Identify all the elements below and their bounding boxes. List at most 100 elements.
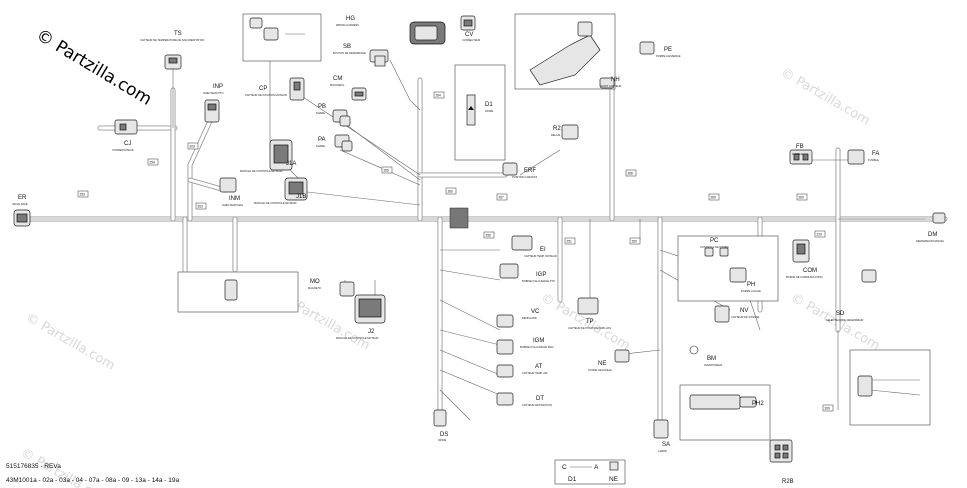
connector-desc-sd: SELECTEUR DE DEMARREUR <box>826 318 863 322</box>
legend-c-label: C <box>562 464 567 471</box>
wire-number: 263 <box>198 205 204 209</box>
connector-desc-at: CAPTEUR TEMP. AIR <box>522 371 548 375</box>
connector-code-cv: CV <box>465 32 473 38</box>
sa-lamp-icon <box>653 419 669 439</box>
connector-code-cm: CM <box>333 76 342 82</box>
igm-coil-icon <box>496 339 514 355</box>
cp-sensor-icon <box>289 77 305 101</box>
ts-sensor-icon <box>164 54 182 70</box>
connector-code-sa: SA <box>662 442 670 448</box>
cv-connector-icon <box>460 15 476 31</box>
er-valve-icon <box>13 209 31 227</box>
connector-code-cp: CP <box>259 86 267 92</box>
connector-desc-j1b: MODULE DE CONTROLE MOTEUR <box>254 201 297 205</box>
connector-desc-mo: MAGNETO <box>308 286 321 290</box>
leader-lines <box>172 55 925 421</box>
connector-desc-igm: BOBINE D'ALLUMAGE MAG <box>520 345 554 349</box>
connector-code-inm: INM <box>229 196 240 202</box>
connector-desc-cv: CONNECTEUR <box>462 38 480 42</box>
connector-code-igm: IGM <box>533 338 544 344</box>
connector-code-j1a: J1A <box>286 161 296 167</box>
wire-number-tags: 203 254 253 263 264 265 266 267 268 269 … <box>77 91 834 412</box>
legend-a-label: A <box>594 464 599 471</box>
ne-fuel-sender-icon <box>614 349 630 363</box>
connector-desc-ei: CAPTEUR TEMP. MOTEUR <box>524 254 557 258</box>
connector-desc-dt: CAPTEUR DETONATION <box>522 403 552 407</box>
connector-code-pb: PB <box>318 104 326 110</box>
connector-desc-pb: PHARE <box>316 111 325 115</box>
watermark-main: © Partzilla.com <box>32 25 155 110</box>
connector-desc-nv: CAPTEUR DE VITESSE <box>731 315 760 319</box>
wire-number: 256 <box>486 234 492 238</box>
connector-code-pe: PE <box>664 47 672 53</box>
connector-desc-hg: WIRING HARNESS <box>336 23 359 27</box>
connector-desc-nh: AVANT CAPTEUR <box>600 84 621 88</box>
wire-number: 269 <box>825 407 831 411</box>
erf-connector-icon <box>502 162 518 176</box>
connector-desc-pa: PHARE <box>316 144 325 148</box>
connector-code-er: ER <box>18 195 27 201</box>
nv-speed-sensor-icon <box>714 305 730 323</box>
connector-code-d1: D1 <box>485 102 493 108</box>
ph2-oil-pump-icon <box>689 394 757 410</box>
connector-code-mo: MO <box>310 279 320 285</box>
wire-number: 269 <box>711 196 717 200</box>
connector-desc-d1: DIODE <box>485 109 493 113</box>
hg-wiring-icon <box>409 21 446 45</box>
connector-code-fa: FA <box>872 151 879 157</box>
tp-throttle-position-icon <box>577 297 599 315</box>
dt-knock-sensor-icon <box>496 392 514 406</box>
connector-code-igp: IGP <box>536 272 546 278</box>
connector-labels: TS CAPTEUR DE TEMPERATURE DE SACCREDITAT… <box>12 16 945 485</box>
connector-code-fb: FB <box>796 144 804 150</box>
connector-code-ph: PH <box>747 282 755 288</box>
connector-code-r2b: R2B <box>782 479 794 485</box>
vc-vent-icon <box>496 314 514 328</box>
j1a-ecm-connector-icon <box>269 139 293 171</box>
cm-connector-icon <box>351 87 367 101</box>
connector-desc-sa: LAMPE <box>658 449 667 453</box>
connector-code-hg: HG <box>346 16 355 22</box>
fa-fuse-icon <box>847 149 865 165</box>
wire-number: 251 <box>567 240 573 244</box>
connector-desc-fa: FUSIBLE <box>868 158 879 162</box>
pc-pump-control-icon <box>704 247 729 257</box>
harness-wires <box>27 57 948 433</box>
legend-d1-label: D1 <box>568 476 577 483</box>
watermark-faded: © Partzilla.com <box>23 310 117 373</box>
detail-box-diode <box>454 64 506 161</box>
connector-desc-sb: BOUTON DE DEMARRAGE <box>333 51 366 55</box>
connector-code-pa: PA <box>318 137 326 143</box>
connector-code-ph2: PH2 <box>752 401 764 407</box>
wire-number: 203 <box>190 145 196 149</box>
starter-detail-icon <box>857 375 921 397</box>
j2-ecm-connector-icon <box>354 294 386 324</box>
nh-sensor-icon <box>599 77 615 89</box>
ei-temp-sensor-icon <box>511 235 533 251</box>
igp-coil-icon <box>499 263 519 279</box>
connector-desc-cj: CONDENSATEUR <box>112 148 134 152</box>
r2b-relay-icon <box>769 439 793 463</box>
ph-oil-pump-icon <box>729 267 747 283</box>
ds-diode-icon <box>433 409 447 427</box>
injector-detail-icon <box>224 279 238 301</box>
sd-selector-icon <box>861 269 877 283</box>
connector-desc-tp: CAPTEUR DE POSITION PAPILLON <box>568 326 611 330</box>
connector-desc-com: BORNE DE COMMUNICATION <box>786 275 823 279</box>
connector-desc-j2: MODULE DE CONTROLE MOTEUR <box>336 336 379 340</box>
connector-code-bm: BM <box>707 356 716 362</box>
connector-desc-ts: CAPTEUR DE TEMPERATURE DE SACCREDITATION <box>140 38 204 42</box>
connector-code-ts: TS <box>174 31 182 37</box>
connector-code-tp: TP <box>586 319 594 325</box>
connector-code-ei: EI <box>540 247 546 253</box>
components <box>13 15 946 463</box>
detail-box-pump-control <box>677 235 779 302</box>
watermark-faded: © Partzilla.com <box>778 65 872 128</box>
connector-code-j1b: J1B <box>296 194 306 200</box>
wire-number: 220 <box>817 233 823 237</box>
wire-number: 265 <box>384 169 390 173</box>
mo-magneto-icon <box>339 281 355 297</box>
cj-condenser-icon <box>114 119 138 135</box>
pb-headlight-icon <box>332 109 351 127</box>
